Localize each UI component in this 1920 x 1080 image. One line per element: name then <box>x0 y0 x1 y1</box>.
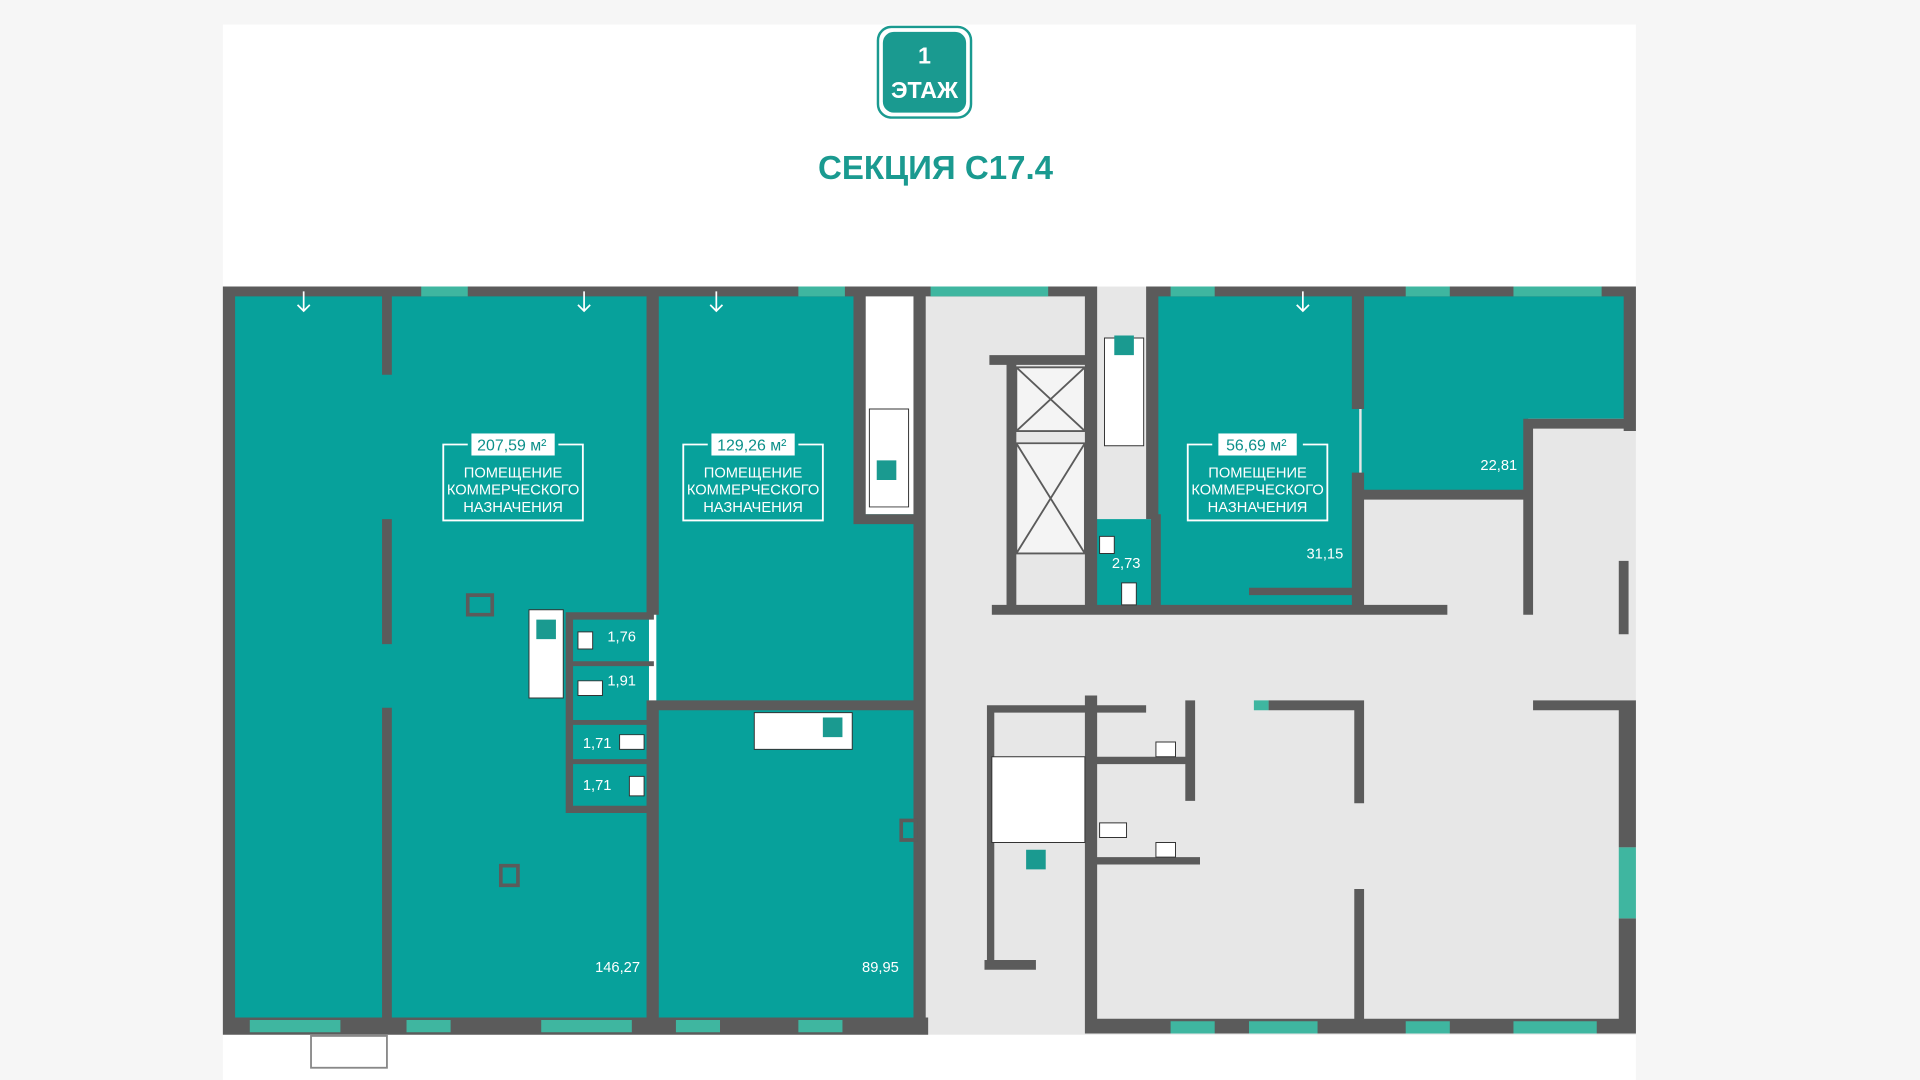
room-area: 31,15 <box>1307 546 1344 562</box>
unit-type-line: КОММЕРЧЕСКОГО <box>447 483 579 499</box>
unit-area: 56,69 м² <box>1226 438 1286 455</box>
unit-area: 207,59 м² <box>477 438 546 455</box>
toilet-icons <box>577 535 1176 858</box>
room-area: 22,81 <box>1480 458 1517 474</box>
unit-label-frame <box>1186 443 1329 522</box>
room-area: 1,71 <box>583 736 612 752</box>
section-title: СЕКЦИЯ С17.4 <box>818 150 1054 187</box>
unit-area-badge <box>471 433 555 456</box>
column-icons <box>465 593 918 888</box>
unit-type-line: ПОМЕЩЕНИЕ <box>1208 466 1307 482</box>
unit-area-badge <box>711 433 795 456</box>
unit-type-line: НАЗНАЧЕНИЯ <box>703 500 803 516</box>
unit-area: 129,26 м² <box>717 438 786 455</box>
room-area: 1,91 <box>607 674 636 690</box>
room-area: 146,27 <box>595 960 640 976</box>
entrance-arrow-icons <box>296 291 1310 313</box>
floor-badge[interactable]: 1 ЭТАЖ <box>876 25 973 119</box>
unit-type-line: НАЗНАЧЕНИЯ <box>1208 500 1308 516</box>
room-area: 89,95 <box>862 960 899 976</box>
room-area: 2,73 <box>1112 556 1141 572</box>
commercial-rooms <box>232 293 1627 1027</box>
staircase-icons <box>528 337 1145 843</box>
room-area: 1,76 <box>607 630 636 646</box>
floor-number: 1 <box>918 43 931 69</box>
unit-label-frame <box>682 443 824 522</box>
porch <box>310 1035 388 1069</box>
room-area: 1,71 <box>583 778 612 794</box>
elevator-icons <box>1015 366 1086 555</box>
unit-label-frame <box>442 443 584 522</box>
floor-label: ЭТАЖ <box>891 77 959 103</box>
unit-type-line: ПОМЕЩЕНИЕ <box>464 466 563 482</box>
unit-label-1[interactable]: 207,59 м² ПОМЕЩЕНИЕКОММЕРЧЕСКОГОНАЗНАЧЕНИ… <box>442 433 584 522</box>
unit-type-line: ПОМЕЩЕНИЕ <box>704 466 803 482</box>
unit-area-badge <box>1218 433 1297 456</box>
room-areas: 146,27 89,95 1,76 1,91 1,71 1,71 2,73 31,15 22,8… <box>583 458 1517 976</box>
unit-labels: 207,59 м²ПОМЕЩЕНИЕКОММЕРЧЕСКОГОНАЗНАЧЕНИ… <box>442 433 1329 522</box>
unit-label-2[interactable]: 129,26 м² ПОМЕЩЕНИЕКОММЕРЧЕСКОГОНАЗНАЧЕНИ… <box>682 433 824 522</box>
unit-type-line: КОММЕРЧЕСКОГО <box>687 483 819 499</box>
unit-type-line: НАЗНАЧЕНИЯ <box>463 500 563 516</box>
unit-type-line: КОММЕРЧЕСКОГО <box>1191 483 1323 499</box>
